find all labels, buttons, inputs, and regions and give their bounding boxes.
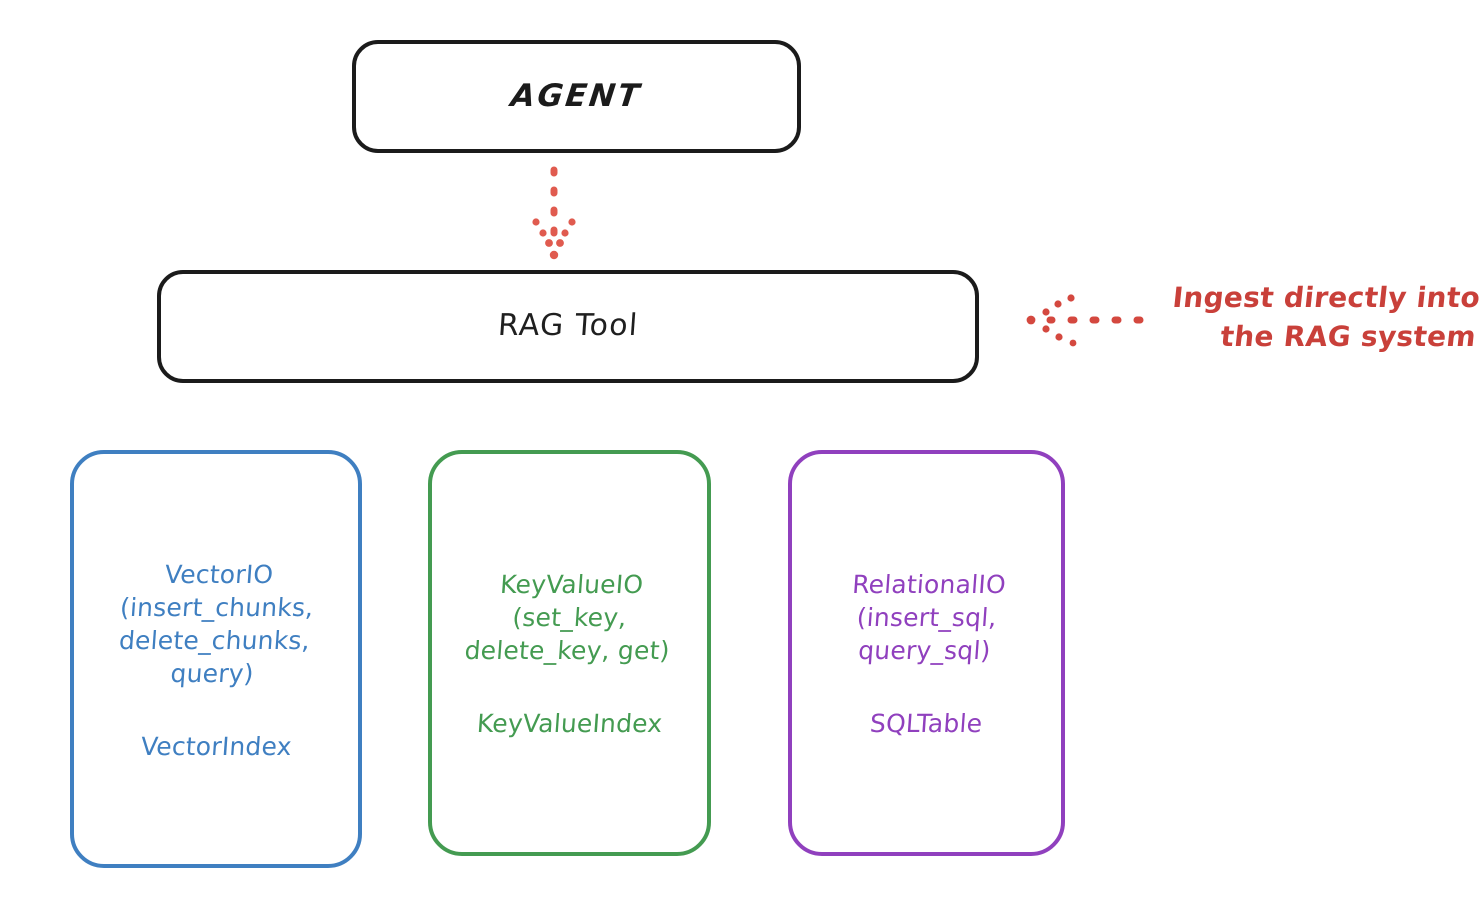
vector-io-api-label: VectorIO (insert_chunks, delete_chunks, …	[118, 559, 315, 688]
ingest-annotation: Ingest directly into the RAG system	[1148, 279, 1482, 356]
ingest-annotation-label: Ingest directly into the RAG system	[1171, 281, 1482, 353]
relational-io-api-label: RelationalIO (insert_sql, query_sql)	[851, 570, 1007, 665]
rag-tool-box[interactable]: RAG Tool	[157, 270, 979, 383]
provider-card-vector-io[interactable]: VectorIO (insert_chunks, delete_chunks, …	[70, 450, 362, 868]
key-value-io-index-label: KeyValueIndex	[475, 709, 664, 738]
vector-io-index-label: VectorIndex	[139, 731, 293, 761]
relational-io-index-label: SQLTable	[869, 709, 984, 738]
ingest-arrow-connector	[1026, 294, 1144, 347]
provider-card-key-value-io[interactable]: KeyValueIO (set_key, delete_key, get) Ke…	[428, 450, 711, 856]
provider-card-relational-io[interactable]: RelationalIO (insert_sql, query_sql) SQL…	[788, 450, 1065, 856]
agent-to-rag-connector	[532, 166, 576, 260]
agent-label: AGENT	[509, 77, 644, 114]
key-value-io-api-label: KeyValueIO (set_key, delete_key, get)	[463, 570, 671, 665]
rag-tool-label: RAG Tool	[496, 308, 640, 344]
agent-box[interactable]: AGENT	[352, 40, 801, 153]
